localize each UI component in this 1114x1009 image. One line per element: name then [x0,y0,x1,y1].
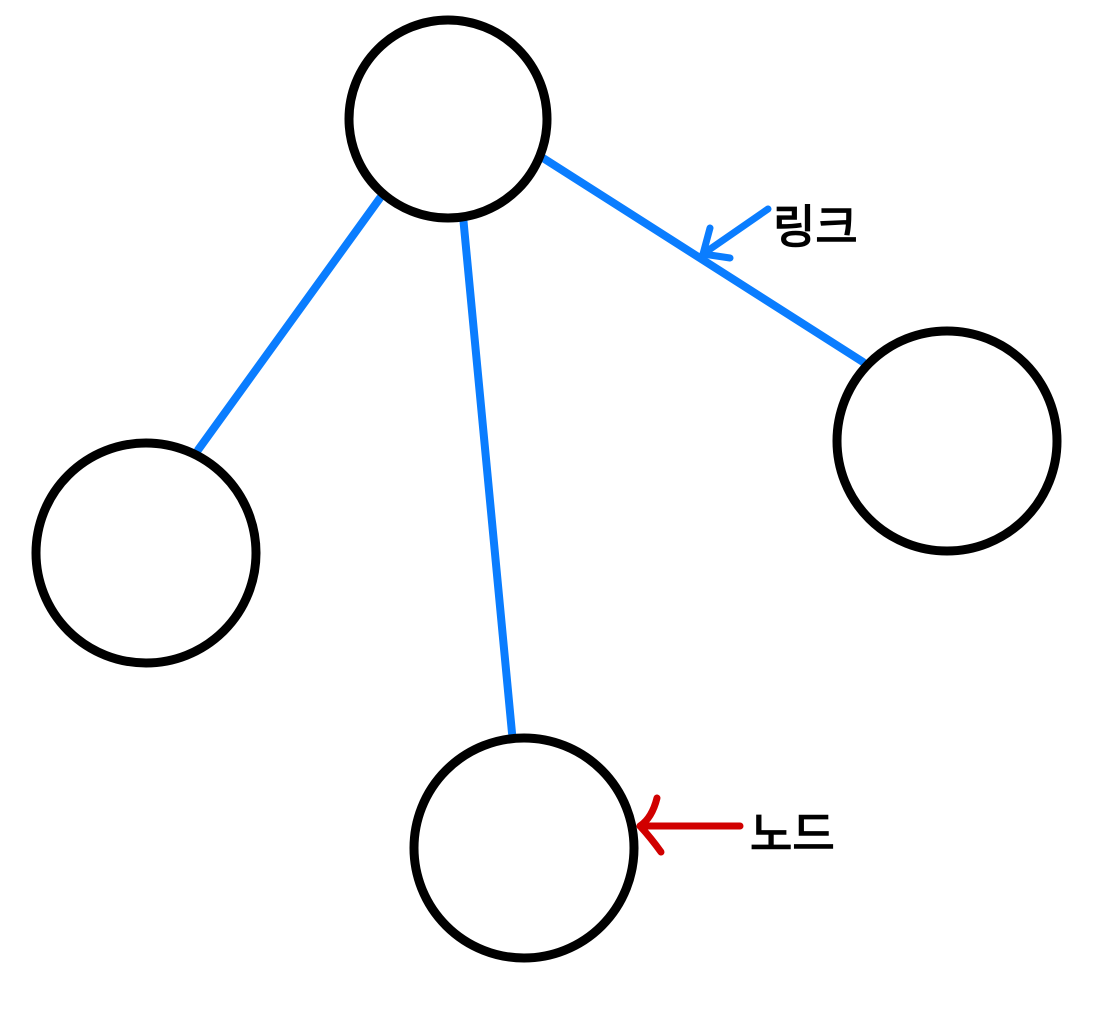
node-left-child [31,438,261,668]
node-right-child [832,326,1062,556]
edge-arrow-head [699,224,734,262]
edge-arrow-shaft [699,205,772,258]
node-label: 노드 [750,807,835,861]
edge-root-middle [459,212,516,737]
edge-root-left [194,194,384,454]
node-root [344,15,552,223]
edge-label: 링크 [773,200,858,254]
edge-annotation-arrow [699,205,772,262]
edge-root-right [539,154,867,366]
node-middle-child [409,733,639,963]
node-annotation-arrow [636,794,744,856]
node-arrow-head [636,794,665,856]
